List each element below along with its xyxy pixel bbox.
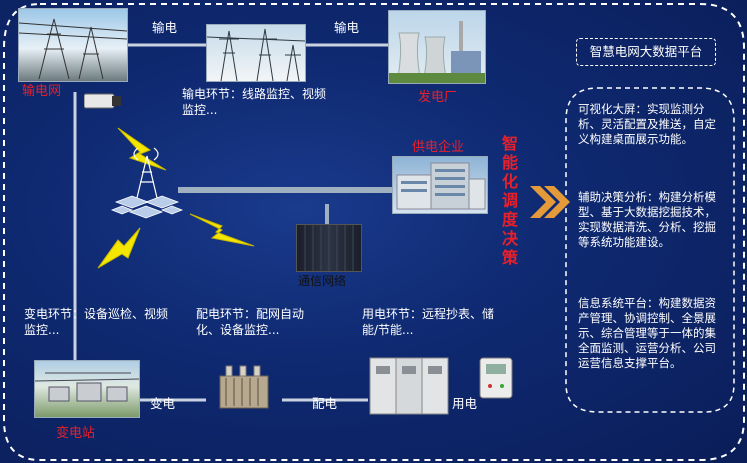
switch-cabinet-image [368, 354, 452, 416]
transmission-grid-label: 输电网 [22, 84, 62, 99]
supply-company-label: 供电企业 [412, 140, 465, 155]
decision-char: 智 [501, 134, 518, 153]
transformer-image [206, 364, 282, 412]
platform-title: 智慧电网大数据平台 [576, 38, 716, 66]
platform-item-info: 信息系统平台：构建数据资产管理、协调控制、全景展示、综合管理等于一体的集全面监测… [578, 296, 716, 370]
consumption-stage-text: 用电环节：远程抄表、储能/节能... [362, 307, 495, 337]
transform-label: 变电 [150, 396, 176, 411]
decision-char: 策 [501, 248, 518, 267]
substation-stage-text: 变电环节：设备巡检、视频监控... [24, 307, 169, 337]
smart-meter-image [478, 356, 514, 400]
radio-tower-icon [108, 146, 186, 226]
comm-network-panel [296, 224, 362, 272]
supply-company-image [392, 156, 488, 214]
substation-label: 变电站 [56, 426, 96, 441]
platform-item-decision: 辅助决策分析：构建分析模型、基于大数据挖掘技术，实现数据清洗、分析、挖掘等系统功… [578, 190, 716, 249]
power-plant-label: 发电厂 [418, 90, 458, 105]
transmit-label-1: 输电 [152, 20, 178, 35]
distribution-stage-text: 配电环节：配网自动化、设备监控... [196, 307, 305, 337]
substation-image [34, 360, 140, 418]
decision-char: 决 [501, 229, 518, 248]
decision-char: 能 [501, 153, 518, 172]
decision-char: 度 [501, 210, 518, 229]
power-plant-image [388, 10, 486, 84]
decision-char: 化 [501, 172, 518, 191]
camera-icon [84, 92, 122, 110]
comm-network-label: 通信网络 [298, 274, 347, 288]
decision-char: 调 [501, 191, 518, 210]
consume-label: 用电 [452, 396, 478, 411]
distribute-label: 配电 [312, 396, 338, 411]
platform-frame [565, 87, 735, 413]
platform-item-visual: 可视化大屏：实现监测分析、灵活配置及推送，自定义构建桌面展示功能。 [578, 102, 716, 146]
transmission-tower-image [206, 24, 306, 82]
transmission-stage-text: 输电环节：线路监控、视频监控... [182, 87, 327, 117]
decision-text: 智 能 化 调 度 决 策 [500, 134, 520, 267]
transmit-label-2: 输电 [334, 20, 360, 35]
transmission-grid-image [18, 8, 128, 82]
